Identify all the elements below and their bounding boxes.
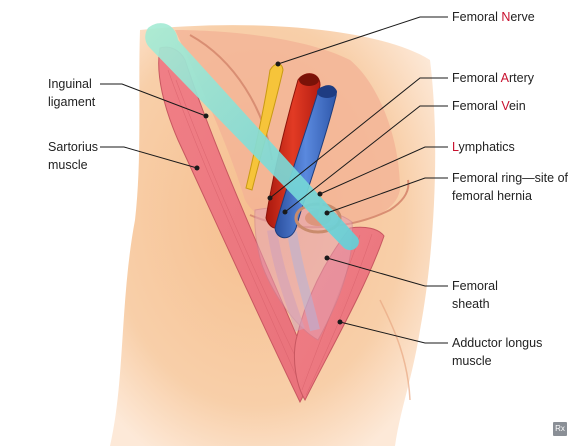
- label-femoral-artery: Femoral Artery: [452, 71, 534, 85]
- leader-lymphatics: [319, 146, 448, 195]
- label-femoral-sheath-line2: sheath: [452, 297, 490, 311]
- leader-femoral-vein: [284, 105, 448, 213]
- label-adductor-longus: Adductor longus muscle: [452, 336, 542, 369]
- label-adductor-line2: muscle: [452, 354, 492, 368]
- leader-femoral-sheath: [326, 257, 448, 287]
- sheath-vessels-below: [267, 229, 320, 332]
- label-sartorius-muscle: Sartorius muscle: [48, 140, 98, 173]
- inguinal-ligament: [145, 23, 359, 251]
- femoral-artery-lumen: [299, 74, 319, 86]
- leader-femoral-nerve: [277, 16, 448, 65]
- label-femoral-ring: Femoral ring—site of femoral hernia: [452, 171, 568, 204]
- femoral-vein-lumen: [317, 86, 337, 98]
- leader-femoral-ring: [326, 177, 448, 214]
- label-lymphatics: Lymphatics: [452, 140, 515, 154]
- label-femoral-nerve: Femoral Nerve: [452, 10, 535, 24]
- leader-femoral-artery: [269, 77, 448, 199]
- leader-lines: [100, 16, 448, 344]
- leader-adductor: [339, 321, 448, 344]
- label-femoral-sheath: Femoral sheath: [452, 279, 498, 312]
- rx-badge: Rx: [553, 422, 567, 436]
- label-adductor-line1: Adductor longus: [452, 336, 543, 350]
- label-sartorius-line1: Sartorius: [48, 140, 99, 154]
- label-femoral-ring-line2: femoral hernia: [452, 189, 532, 203]
- label-femoral-ring-line1: Femoral ring—site of: [452, 171, 569, 185]
- label-inguinal-line2: ligament: [48, 95, 96, 109]
- leader-inguinal: [100, 83, 207, 117]
- label-sartorius-line2: muscle: [48, 158, 88, 172]
- label-femoral-vein: Femoral Vein: [452, 99, 526, 113]
- leader-sartorius: [100, 146, 198, 169]
- label-inguinal-line1: Inguinal: [48, 77, 92, 91]
- label-inguinal-ligament: Inguinal ligament: [48, 77, 95, 110]
- leader-dots: [194, 61, 343, 325]
- label-femoral-sheath-line1: Femoral: [452, 279, 498, 293]
